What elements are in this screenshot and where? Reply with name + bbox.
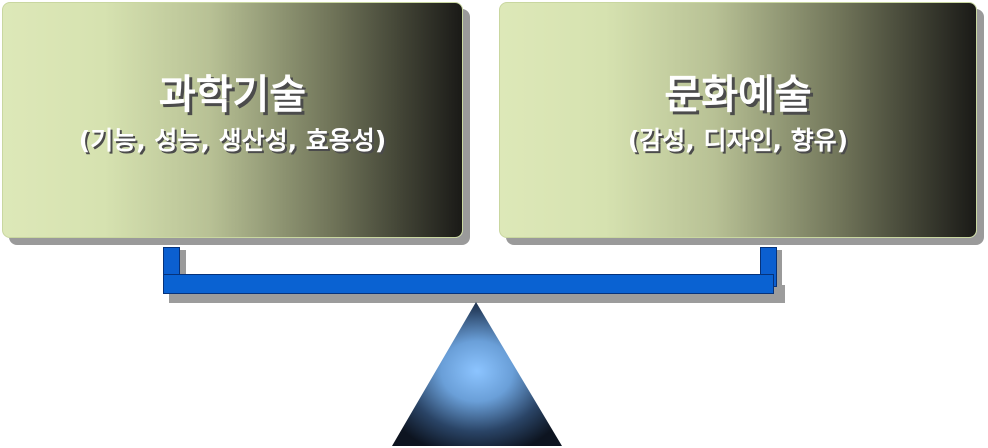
left-post-shadow: [180, 250, 186, 280]
right-box-title: 문화예술: [664, 72, 812, 118]
culture-arts-box: 문화예술 (감성, 디자인, 향유): [499, 2, 977, 238]
left-box-title: 과학기술: [158, 72, 307, 118]
balance-beam: [163, 274, 774, 294]
science-technology-box: 과학기술 (기능, 성능, 생산성, 효용성): [2, 2, 463, 238]
right-box-subtitle: (감성, 디자인, 향유): [627, 126, 849, 155]
fulcrum-triangle: [392, 302, 562, 446]
right-post-shadow: [776, 250, 782, 286]
left-box-subtitle: (기능, 성능, 생산성, 효용성): [78, 126, 387, 155]
